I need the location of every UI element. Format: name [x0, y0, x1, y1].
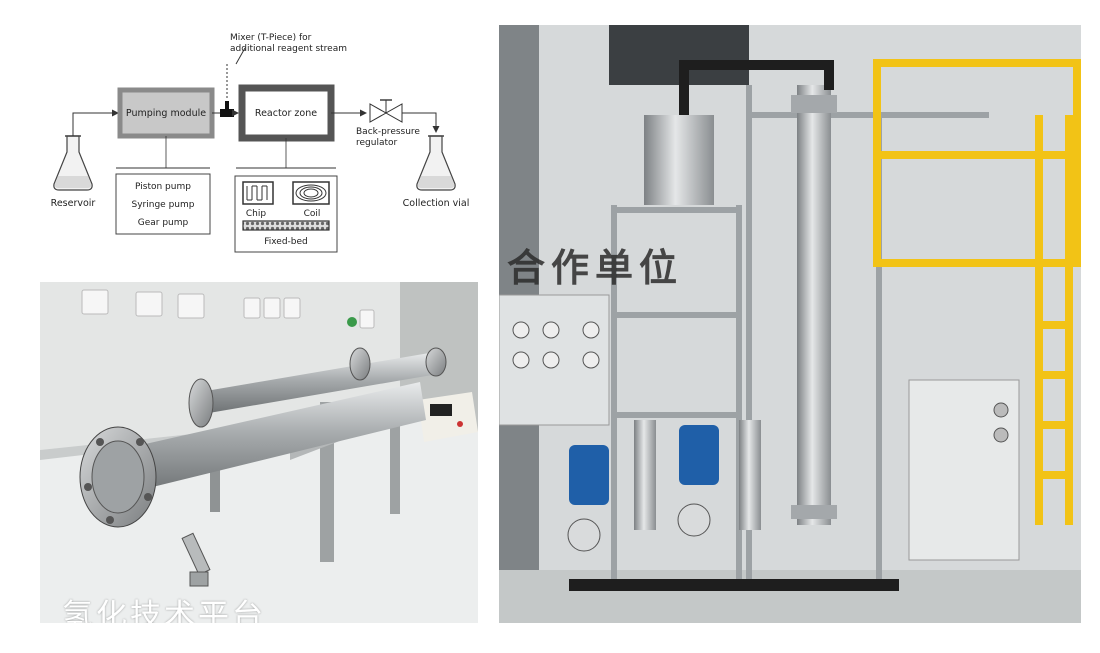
coil-reactor-icon	[292, 181, 330, 205]
pump-type-gear: Gear pump	[138, 218, 189, 228]
pump-icon	[567, 425, 719, 552]
collection-vial-label: Collection vial	[403, 198, 470, 209]
chip-label: Chip	[246, 209, 266, 219]
controller-box	[418, 392, 478, 442]
bpr-label-line2: regulator	[356, 138, 398, 148]
pump-type-piston: Piston pump	[135, 182, 191, 192]
pilot-plant-illustration	[499, 25, 1081, 623]
vessel-tank	[644, 115, 714, 205]
coil-label: Coil	[304, 209, 321, 219]
diagram-svg: Reservoir Pumping module Mixer (T-Piece)…	[51, 33, 470, 253]
chip-reactor-icon	[242, 181, 274, 205]
flow-chemistry-diagram: Reservoir Pumping module Mixer (T-Piece)…	[40, 26, 480, 260]
reactor-tube-front	[79, 382, 426, 528]
bpr-label-line1: Back-pressure	[356, 127, 420, 137]
pumping-module-label: Pumping module	[126, 108, 206, 119]
pump-types-box	[115, 173, 211, 235]
flow-line	[72, 109, 119, 136]
black-pipe	[679, 60, 834, 115]
pump-type-syringe: Syringe pump	[132, 200, 195, 210]
reactor-zone-label: Reactor zone	[255, 108, 317, 119]
reservoir-label: Reservoir	[51, 198, 96, 209]
reactor-photo-caption: 氢化技术平台	[62, 598, 266, 623]
wall-socket-icon	[81, 289, 375, 329]
reservoir-flask-icon	[53, 135, 93, 191]
back-pressure-regulator-icon	[369, 99, 403, 123]
t-piece-mixer-icon	[220, 62, 234, 117]
mixer-label-line2: additional reagent stream	[230, 44, 347, 54]
partner-watermark: 合作单位	[507, 246, 684, 290]
pilot-plant-photo: 合作单位	[499, 25, 1081, 623]
reactor-tube-back	[188, 347, 447, 428]
tubular-reactor-photo: 氢化技术平台	[40, 282, 478, 623]
tubular-reactor-illustration	[40, 282, 478, 623]
fixed-bed-reactor-icon	[242, 220, 330, 231]
reaction-column	[791, 85, 837, 525]
collection-vial-flask-icon	[416, 135, 456, 191]
pipe-fitting-icon	[181, 532, 211, 587]
yellow-safety-frame	[873, 59, 1081, 525]
fixed-bed-label: Fixed-bed	[264, 237, 308, 247]
mixer-label-line1: Mixer (T-Piece) for	[230, 33, 312, 43]
gauge-panel	[499, 294, 610, 426]
